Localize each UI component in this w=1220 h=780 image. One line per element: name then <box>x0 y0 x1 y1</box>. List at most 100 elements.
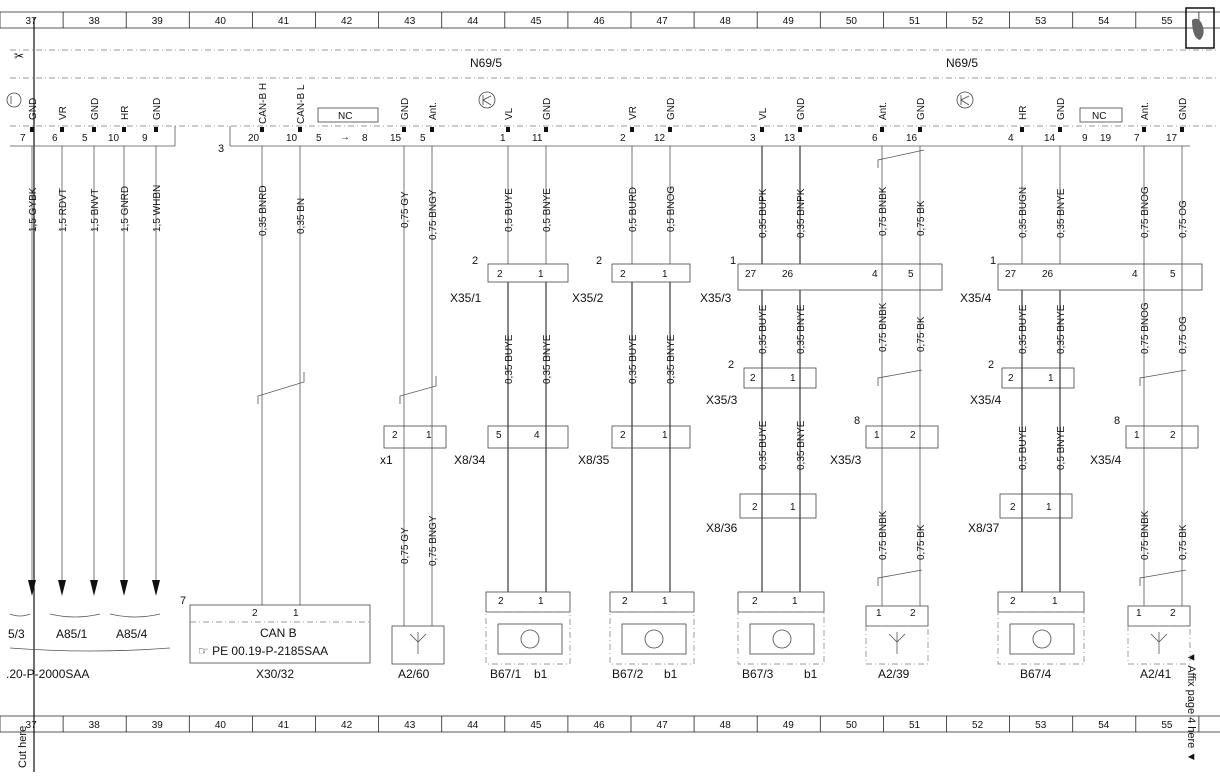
wire-color-label: 0,35 BUYE <box>504 334 515 384</box>
grid-column-label: 39 <box>152 720 164 731</box>
transistor-icon <box>644 629 664 649</box>
pin-label: GND <box>400 98 411 120</box>
antenna-box <box>1127 625 1191 665</box>
ref-number: 2 <box>988 359 994 371</box>
connector-label: X35/4 <box>1090 453 1122 467</box>
pin-number: 1 <box>426 430 432 441</box>
wire-color-label: 0,75 BNGY <box>428 515 439 566</box>
ground-label: 5/3 <box>8 627 25 641</box>
grid-column-label: 48 <box>720 16 732 27</box>
pin-number: 4 <box>872 269 878 280</box>
connector-label: X8/36 <box>706 521 738 535</box>
pin-number: 1 <box>790 373 796 384</box>
pin-marker <box>92 127 96 132</box>
ref-number: 2 <box>596 255 602 267</box>
pin-label: VR <box>628 106 639 120</box>
pin-number: 2 <box>752 502 758 513</box>
pin-number: 1 <box>538 596 544 607</box>
component-label: X30/32 <box>256 667 294 681</box>
grid-column-label: 49 <box>783 16 795 27</box>
connector-label: X8/35 <box>578 453 610 467</box>
pin-marker <box>122 127 126 132</box>
pin-label: GND <box>542 98 553 120</box>
grid-column-label: 55 <box>1161 720 1173 731</box>
wire-color-label: 0,35 BUPK <box>758 188 769 238</box>
pin-marker <box>918 127 922 132</box>
connector-x8-34 <box>487 425 569 449</box>
pin-number: 1 <box>792 596 798 607</box>
connector-x35-3 <box>737 263 943 291</box>
ref-number: 2 <box>472 255 478 267</box>
grid-column-label: 43 <box>404 16 416 27</box>
pin-number: 26 <box>782 269 794 280</box>
pin-number: 4 <box>534 430 540 441</box>
ground-brace <box>9 647 171 652</box>
wire-color-label: 0,35 BUYE <box>1018 304 1029 354</box>
pin-label: GND <box>90 98 101 120</box>
pin-number: 5 <box>908 269 914 280</box>
antenna-icon <box>1150 632 1168 654</box>
grid-column-label: 42 <box>341 720 353 731</box>
pin-number: 6 <box>872 133 878 144</box>
grid-column-label: 53 <box>1035 720 1047 731</box>
pin-label: GND <box>916 98 927 120</box>
transistor-icon <box>6 92 22 108</box>
pin-marker <box>402 127 406 132</box>
pin-number: 1 <box>1136 608 1142 619</box>
grid-column-label: 47 <box>657 720 669 731</box>
pin-number: 2 <box>1008 373 1014 384</box>
component-label: b1 <box>664 667 678 681</box>
wire-color-label: 0,75 BNOG <box>1140 302 1151 354</box>
pin-marker <box>880 127 884 132</box>
connector-label: X35/4 <box>960 291 992 305</box>
pin-number: 7 <box>20 133 26 144</box>
pin-number: 2 <box>1010 502 1016 513</box>
pin-number: 1 <box>662 596 668 607</box>
grid-column-label: 38 <box>89 720 101 731</box>
ref-number: 1 <box>730 255 736 267</box>
pin-number: 15 <box>390 133 402 144</box>
pin-number: 1 <box>1048 373 1054 384</box>
grid-column-label: 44 <box>467 720 479 731</box>
pin-number: 7 <box>1134 133 1140 144</box>
arrow-icon <box>120 580 128 596</box>
wire-color-label: 0,75 GY <box>400 191 411 228</box>
connector-x35-4 <box>997 263 1203 291</box>
grid-column-label: 43 <box>404 720 416 731</box>
pin-number: 2 <box>252 608 258 619</box>
module-label-right: N69/5 <box>946 56 978 70</box>
nc-box <box>1079 107 1123 123</box>
grid-column-label: 44 <box>467 16 479 27</box>
pin-number: 1 <box>876 608 882 619</box>
pin-number: 2 <box>752 596 758 607</box>
grid-column-label: 37 <box>26 16 38 27</box>
b67-1-box <box>485 611 571 665</box>
pin-label: GND <box>666 98 677 120</box>
grid-column-label: 51 <box>909 720 921 731</box>
nc-box <box>317 107 379 123</box>
pin-marker <box>1180 127 1184 132</box>
connector-x8-37 <box>999 493 1073 519</box>
pin-number: 1 <box>1052 596 1058 607</box>
pin-number: 5 <box>82 133 88 144</box>
pin-marker <box>1058 127 1062 132</box>
pin-number: 10 <box>108 133 120 144</box>
wire-color-label: 0,5 BUYE <box>1018 426 1029 470</box>
wire-color-label: 0,75 BK <box>916 316 927 352</box>
pin-number: 1 <box>538 269 544 280</box>
pin-number: 9 <box>142 133 148 144</box>
pin-number: 2 <box>910 430 916 441</box>
connector-x35-1 <box>487 263 569 283</box>
wire-color-label: 0,35 BNRD <box>258 185 269 236</box>
grid-column-label: 38 <box>89 16 101 27</box>
grid-column-label: 52 <box>972 720 984 731</box>
ground-label: A85/4 <box>116 627 148 641</box>
transistor-icon <box>520 629 540 649</box>
pin-number: 2 <box>620 269 626 280</box>
b67-4-box <box>997 611 1085 665</box>
pin-label: Ant. <box>1140 102 1151 120</box>
pin-number: 2 <box>910 608 916 619</box>
pin-number: 6 <box>52 133 58 144</box>
grid-column-label: 45 <box>530 16 542 27</box>
